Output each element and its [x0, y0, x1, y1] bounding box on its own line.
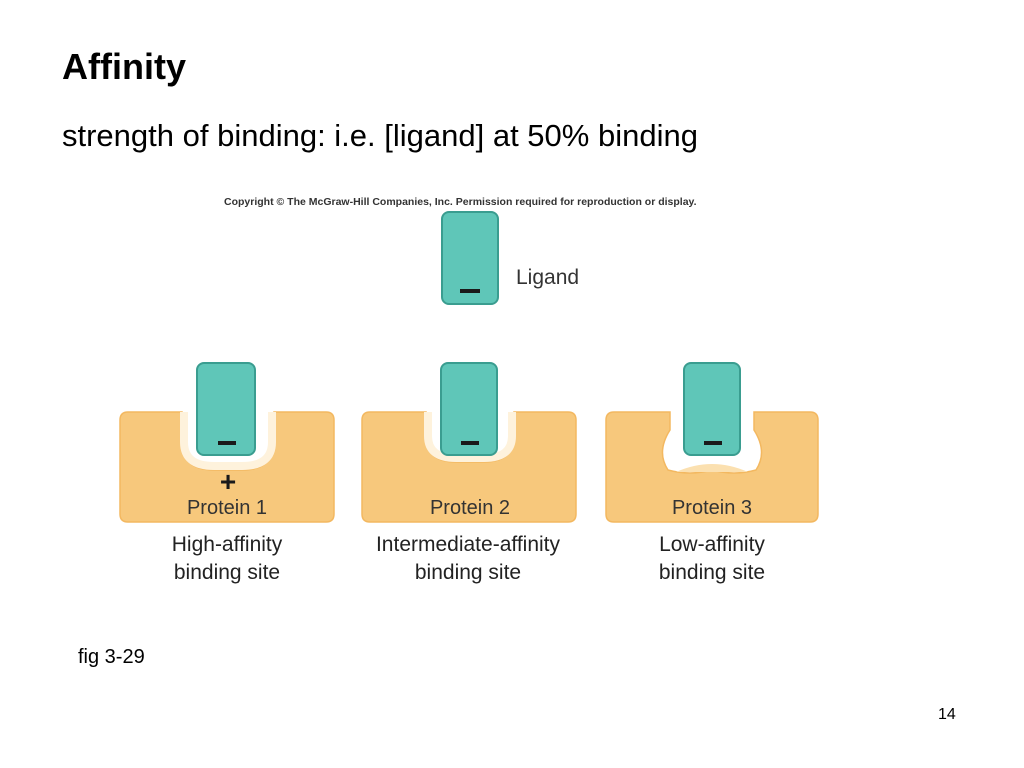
protein-3-ligand-minus — [704, 441, 722, 445]
protein-2-caption-line-1: Intermediate-affinity — [375, 533, 561, 556]
ligand-block — [441, 211, 499, 305]
protein-3-caption-line-2: binding site — [658, 561, 766, 584]
protein-2-ligand — [440, 362, 498, 456]
protein-1-ligand-minus — [218, 441, 236, 445]
protein-1: + Protein 1 — [119, 362, 335, 523]
protein-2-label: Protein 2 — [430, 497, 510, 519]
copyright-notice: Copyright © The McGraw-Hill Companies, I… — [224, 196, 697, 208]
page-number: 14 — [938, 706, 956, 723]
protein-2-caption-line-2: binding site — [414, 561, 522, 584]
protein-3-ligand — [683, 362, 741, 456]
protein-1-site-charge: + — [220, 466, 236, 497]
protein-1-caption-line-1: High-affinity — [171, 533, 283, 556]
figure-reference: fig 3-29 — [78, 646, 145, 668]
protein-2: Protein 2 — [361, 362, 577, 523]
protein-2-ligand-minus — [461, 441, 479, 445]
protein-3-caption-line-1: Low-affinity — [659, 533, 765, 556]
protein-3-body — [605, 411, 819, 523]
protein-3-label: Protein 3 — [672, 497, 752, 519]
protein-1-ligand — [196, 362, 256, 456]
slide-subtitle: strength of binding: i.e. [ligand] at 50… — [62, 118, 698, 153]
protein-1-label: Protein 1 — [187, 497, 267, 519]
ligand-charge-minus — [460, 289, 480, 293]
protein-1-caption-line-2: binding site — [173, 561, 281, 584]
protein-3: Protein 3 — [605, 362, 819, 523]
ligand-label: Ligand — [516, 266, 579, 289]
protein-1-pocket-lining — [180, 412, 276, 470]
protein-2-pocket-lining — [424, 412, 516, 462]
slide-title: Affinity — [62, 46, 186, 87]
free-ligand: Ligand — [441, 211, 579, 305]
protein-3-pocket-bump — [676, 464, 748, 472]
